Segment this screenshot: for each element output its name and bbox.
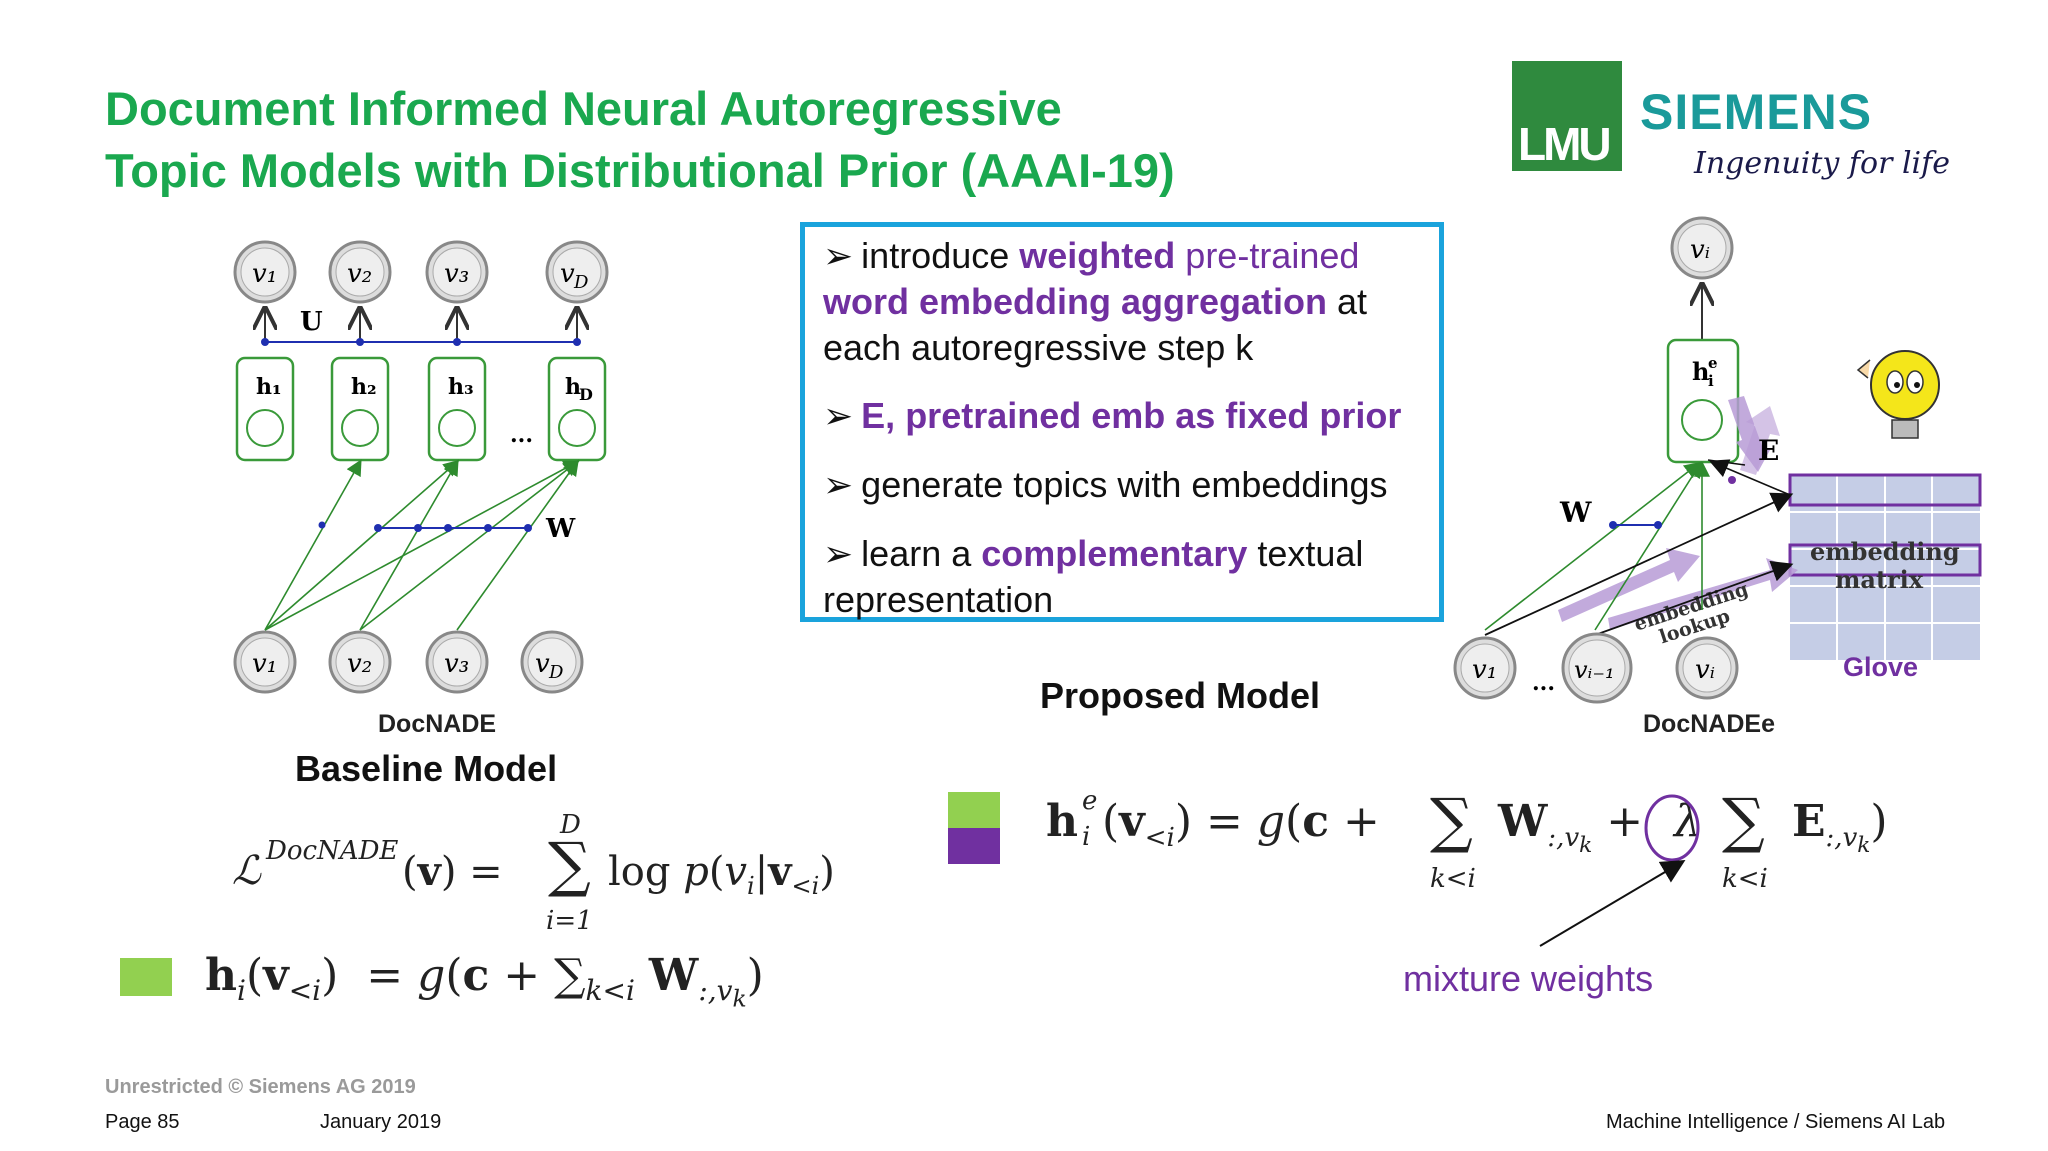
- svg-text:v₁: v₁: [252, 259, 277, 289]
- label-U: U: [300, 307, 323, 337]
- proposed-purple-swatch: [948, 828, 1000, 864]
- svg-text:vᵢ: vᵢ: [1690, 235, 1710, 265]
- svg-text:vᵢ₋₁: vᵢ₋₁: [1574, 656, 1615, 684]
- key-points-box: ➢introduce weighted pre-trained word emb…: [800, 222, 1444, 622]
- mixture-weights-annotation: [1539, 794, 1700, 947]
- slide-title: Document Informed Neural Autoregressive …: [105, 78, 1175, 202]
- title-line-2: Topic Models with Distributional Prior (…: [105, 144, 1175, 197]
- bottom-node-v1: v₁: [1453, 636, 1517, 700]
- svg-text:h: h: [1692, 357, 1709, 386]
- svg-text:i: i: [1708, 372, 1714, 390]
- siemens-logo: SIEMENS: [1640, 84, 1873, 140]
- top-node-v1: v₁: [233, 240, 297, 304]
- svg-text:v₁: v₁: [1472, 655, 1497, 685]
- bullet-4: ➢learn a complementary textual represent…: [823, 533, 1364, 620]
- svg-text:h: h: [565, 374, 581, 400]
- svg-text:v: v: [560, 259, 575, 289]
- label-W: W: [545, 514, 576, 544]
- bottom-node-v2: v₂: [328, 630, 392, 694]
- svg-text:v₂: v₂: [347, 649, 372, 679]
- lambda-circle: [1644, 794, 1700, 862]
- bottom-node-vi: vᵢ: [1675, 636, 1739, 700]
- lightbulb-icon: [1856, 350, 1940, 439]
- docnade-caption: DocNADE: [378, 710, 497, 738]
- baseline-model-heading: Baseline Model: [295, 748, 558, 789]
- ellipsis: ...: [510, 422, 533, 448]
- footer-date: January 2019: [320, 1111, 442, 1133]
- svg-text:vᵢ: vᵢ: [1695, 655, 1715, 685]
- baseline-green-swatch: [120, 958, 172, 996]
- docnade-loss-formula: ℒ DocNADE (v) = D ∑ i=1 log p(vi|v<i): [232, 810, 835, 936]
- lmu-logo: LMU: [1512, 61, 1622, 171]
- hidden-node-hD: hD: [547, 356, 607, 462]
- bullet-1: ➢introduce weighted pre-trained word emb…: [823, 235, 1368, 368]
- embedding-matrix-grid: [1788, 473, 1982, 660]
- mixture-weights-label: mixture weights: [1403, 958, 1654, 999]
- siemens-tagline: Ingenuity for life: [1694, 146, 1950, 181]
- label-W-proposed: W: [1559, 496, 1592, 529]
- svg-text:e: e: [1708, 354, 1718, 372]
- svg-text:v₃: v₃: [444, 649, 469, 679]
- hidden-node-h1: h₁: [235, 356, 295, 462]
- footer-page: Page 85: [105, 1111, 180, 1133]
- docnade-hidden-formula: hi(v<i) = g(c + ∑k<i W:,vk): [205, 950, 764, 1013]
- bullet-3: ➢generate topics with embeddings: [823, 464, 1388, 505]
- svg-text:v₁: v₁: [252, 649, 277, 679]
- svg-text:v₂: v₂: [347, 259, 372, 289]
- footer-classification: Unrestricted © Siemens AG 2019: [105, 1076, 416, 1098]
- proposed-model-heading: Proposed Model: [1040, 675, 1321, 716]
- docnadee-caption: DocNADEe: [1643, 710, 1775, 738]
- bottom-node-v1: v₁: [233, 630, 297, 694]
- svg-text:h₁: h₁: [256, 374, 282, 400]
- svg-text:v: v: [535, 649, 550, 679]
- hidden-node-h3: h₃: [427, 356, 487, 462]
- bullet-2: ➢E, pretrained emb as fixed prior: [823, 395, 1402, 436]
- title-line-1: Document Informed Neural Autoregressive: [105, 82, 1062, 135]
- bottom-node-vi-1: vᵢ₋₁: [1561, 632, 1633, 704]
- top-node-v3: v₃: [425, 240, 489, 304]
- svg-text:h₃: h₃: [448, 374, 474, 400]
- svg-text:h₂: h₂: [351, 374, 377, 400]
- svg-text:D: D: [573, 272, 589, 293]
- footer-org: Machine Intelligence / Siemens AI Lab: [1606, 1111, 1946, 1133]
- lmu-logo-text: LMU: [1518, 118, 1612, 170]
- svg-text:v₃: v₃: [444, 259, 469, 289]
- svg-text:D: D: [579, 385, 593, 404]
- label-E: E: [1758, 434, 1779, 467]
- docnadee-hidden-formula: h e i (v<i) = g(c + ∑ k<i W:,vk + λ ∑ k<…: [1046, 786, 1888, 894]
- bottom-node-v3: v₃: [425, 630, 489, 694]
- proposed-green-swatch: [948, 792, 1000, 828]
- top-node-v2: v₂: [328, 240, 392, 304]
- glove-label: Glove: [1843, 652, 1919, 682]
- svg-text:D: D: [548, 662, 564, 683]
- top-node-vi: vᵢ: [1670, 216, 1734, 280]
- proposed-ellipsis: ...: [1532, 670, 1555, 696]
- hidden-node-h2: h₂: [330, 356, 390, 462]
- hidden-node-hie: hei: [1666, 338, 1740, 464]
